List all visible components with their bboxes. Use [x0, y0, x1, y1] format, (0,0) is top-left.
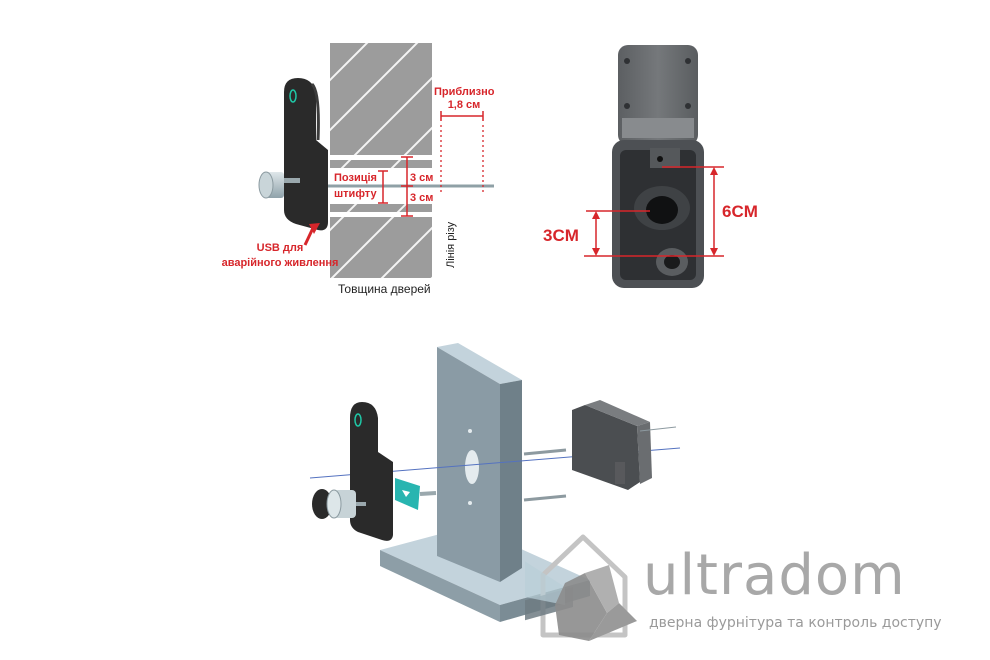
dim-6cm-label: 6CM	[722, 202, 758, 221]
pin-position-label-line2: штифту	[334, 188, 377, 200]
door-thickness-label: Товщина дверей	[338, 282, 431, 296]
usb-label-line1: USB для	[256, 242, 304, 254]
smart-lock-front-unit	[284, 78, 328, 231]
brand-name: ultradom	[643, 543, 906, 608]
housing-graphic	[584, 45, 724, 288]
brand-tagline: дверна фурнітура та контроль доступу	[649, 615, 942, 631]
pin-position-label-line1: Позиція	[334, 172, 377, 184]
ultradom-house-icon	[525, 534, 637, 641]
approx-label: Приблизно	[434, 86, 495, 98]
door-block	[330, 43, 432, 278]
approx-value-label: 1,8 см	[447, 99, 481, 111]
dim-upper-label: 3 см	[410, 172, 434, 184]
usb-label-line2: аварійного живлення	[221, 257, 339, 269]
housing-dimensions-photo: 6CM 3CM	[0, 0, 990, 300]
cross-section-diagram: Приблизно 1,8 см Позиція штифту 3 см 3 с…	[0, 0, 990, 300]
knob	[258, 171, 300, 199]
cross-section-graphic	[258, 43, 494, 278]
ultradom-watermark: ultradom дверна фурнітура та контроль до…	[525, 525, 965, 645]
dim-3cm-label: 3CM	[543, 226, 579, 245]
dim-lower-label: 3 см	[410, 192, 434, 204]
